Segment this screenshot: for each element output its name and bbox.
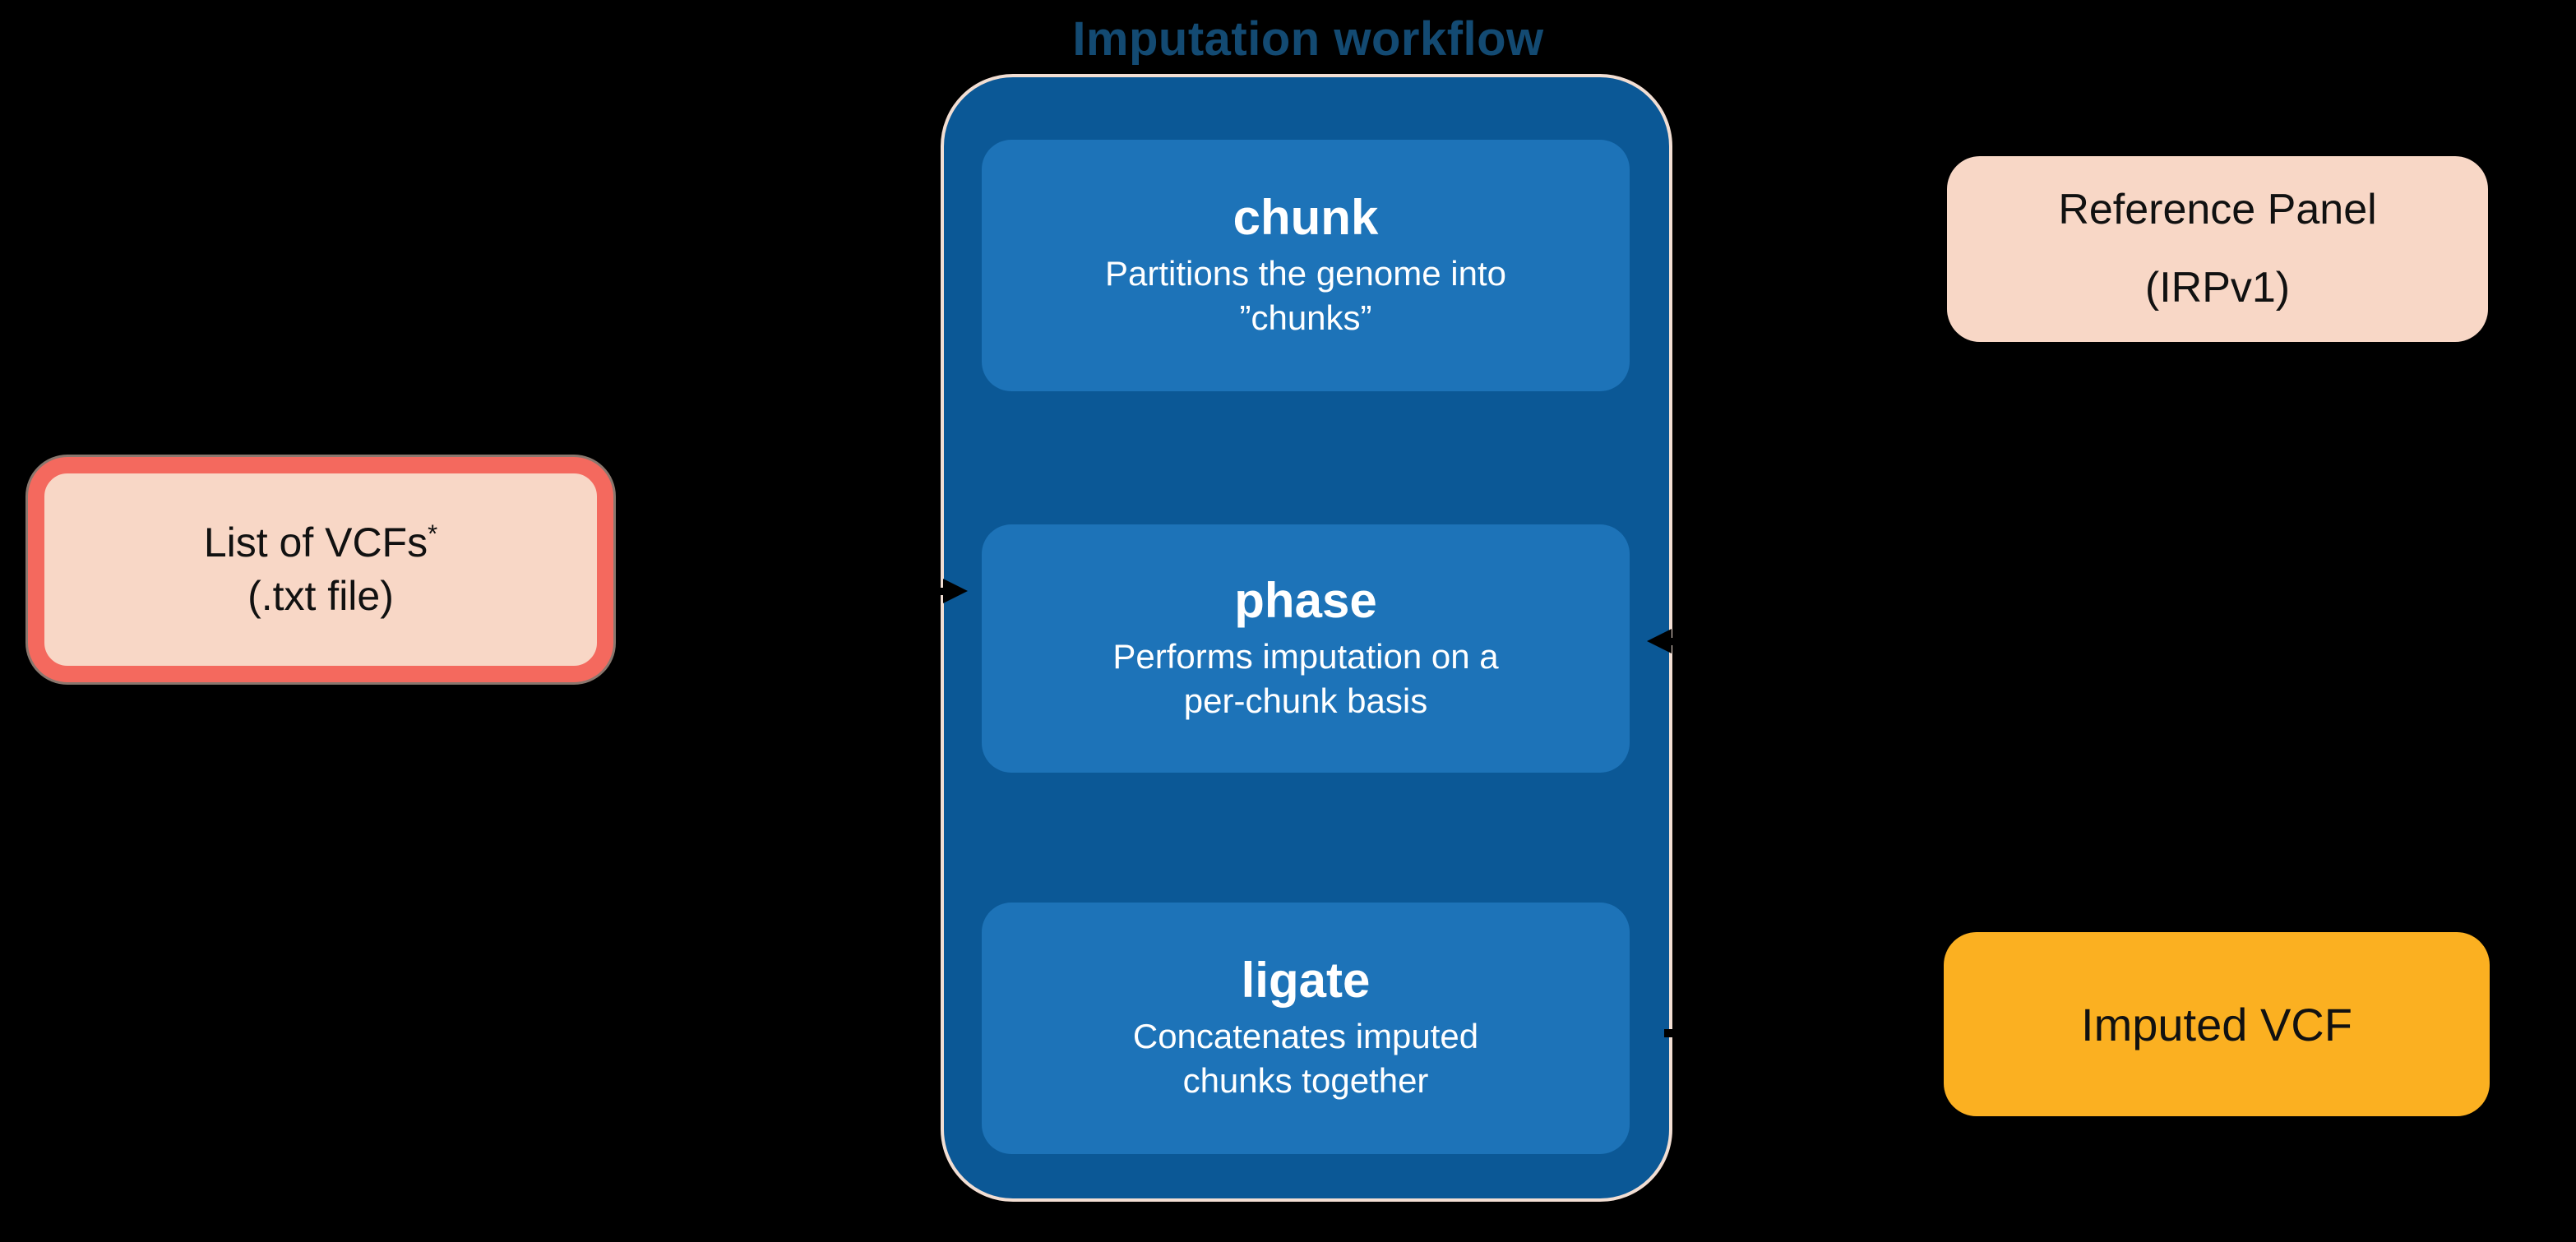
step-chunk: chunk Partitions the genome into ”chunks… <box>982 140 1630 391</box>
diagram-title: Imputation workflow <box>1072 12 1544 66</box>
step-chunk-name: chunk <box>1233 190 1379 246</box>
arrowhead-reference-to-phase-icon <box>1647 629 1672 653</box>
step-ligate-name: ligate <box>1241 953 1371 1009</box>
step-phase-name: phase <box>1234 573 1377 629</box>
vcf-list-asterisk: * <box>428 519 438 548</box>
workflow-container: chunk Partitions the genome into ”chunks… <box>941 74 1672 1202</box>
reference-panel-sublabel: (IRPv1) <box>2144 264 2291 312</box>
step-ligate: ligate Concatenates imputed chunks toget… <box>982 903 1630 1154</box>
reference-panel-label: Reference Panel <box>2058 186 2377 234</box>
arrow-shaft-ligate-to-imputed <box>1664 1029 1676 1037</box>
step-phase-description: Performs imputation on a per-chunk basis <box>1112 637 1499 720</box>
output-imputed-vcf-box: Imputed VCF <box>1944 932 2490 1116</box>
vcf-list-label: List of VCFs* <box>203 519 438 566</box>
step-chunk-description: Partitions the genome into ”chunks” <box>1105 254 1506 337</box>
input-vcf-list-box: List of VCFs* (.txt file) <box>28 457 613 682</box>
arrowhead-vcf-to-phase-icon <box>943 579 968 603</box>
step-ligate-description: Concatenates imputed chunks together <box>1132 1017 1479 1100</box>
input-reference-panel-box: Reference Panel (IRPv1) <box>1947 156 2488 342</box>
step-phase: phase Performs imputation on a per-chunk… <box>982 524 1630 773</box>
arrow-shaft-vcf-to-phase <box>936 588 946 595</box>
imputed-vcf-label: Imputed VCF <box>2081 998 2352 1050</box>
vcf-list-sublabel: (.txt file) <box>247 573 394 619</box>
